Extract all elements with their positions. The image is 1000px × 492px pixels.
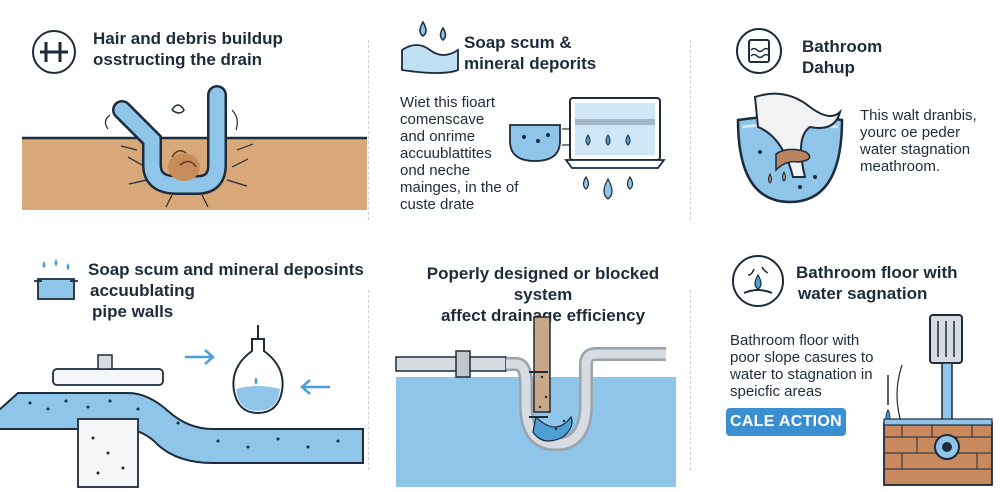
panel-pipe-walls: Soap scum and mineral deposints accuubla… <box>0 245 368 491</box>
panel-soap-scum: Soap scum & mineral deporits Wiet this f… <box>368 0 690 245</box>
divider-v1 <box>368 40 369 220</box>
panel-title: Hair and debris buildup osstructing the … <box>93 29 283 69</box>
panel-title: Bathroom floor with water sagnation <box>796 263 958 303</box>
pipe-deposits-illustration <box>0 354 364 488</box>
flask-arrows-illustration <box>185 325 330 415</box>
floor-drain-illustration <box>883 314 993 486</box>
panel-body: Wiet this fioart comenscave and onrime a… <box>400 94 519 213</box>
divider-v2 <box>690 40 691 220</box>
drop-hand-icon <box>732 255 784 307</box>
panel-title: Soap scum and mineral deposints accuubla… <box>88 260 364 321</box>
clogged-drain-illustration <box>22 85 367 210</box>
divider-v4 <box>690 290 691 470</box>
sink-clog-illustration <box>736 92 844 204</box>
p-trap-illustration <box>395 316 676 487</box>
bathtub-icon <box>736 28 782 74</box>
panel-title: Soap scum & mineral deporits <box>464 33 597 73</box>
panel-body: This walt dranbis, yourc oe peder water … <box>860 107 977 175</box>
water-drops-icon <box>401 20 459 74</box>
take-action-button[interactable]: CALE ACTION <box>726 408 846 436</box>
mineral-deposit-illustration <box>509 97 666 200</box>
drain-grate-icon <box>32 30 76 74</box>
divider-v3 <box>368 290 369 470</box>
dripping-faucet-icon <box>34 259 78 300</box>
panel-floor-stagnation: Bathroom floor with water sagnation Bath… <box>690 245 1000 491</box>
panel-title: Poperly designed or blocked system affec… <box>426 264 660 325</box>
panel-title: Bathroom Dahup <box>802 37 883 77</box>
panel-drainage-efficiency: Poperly designed or blocked system affec… <box>368 245 690 491</box>
panel-bathroom-dahup: Bathroom Dahup This walt dranbis, yourc … <box>690 0 1000 245</box>
panel-hair-debris: Hair and debris buildup osstructing the … <box>0 0 368 245</box>
panel-body: Bathroom floor with poor slope casures t… <box>730 332 874 400</box>
